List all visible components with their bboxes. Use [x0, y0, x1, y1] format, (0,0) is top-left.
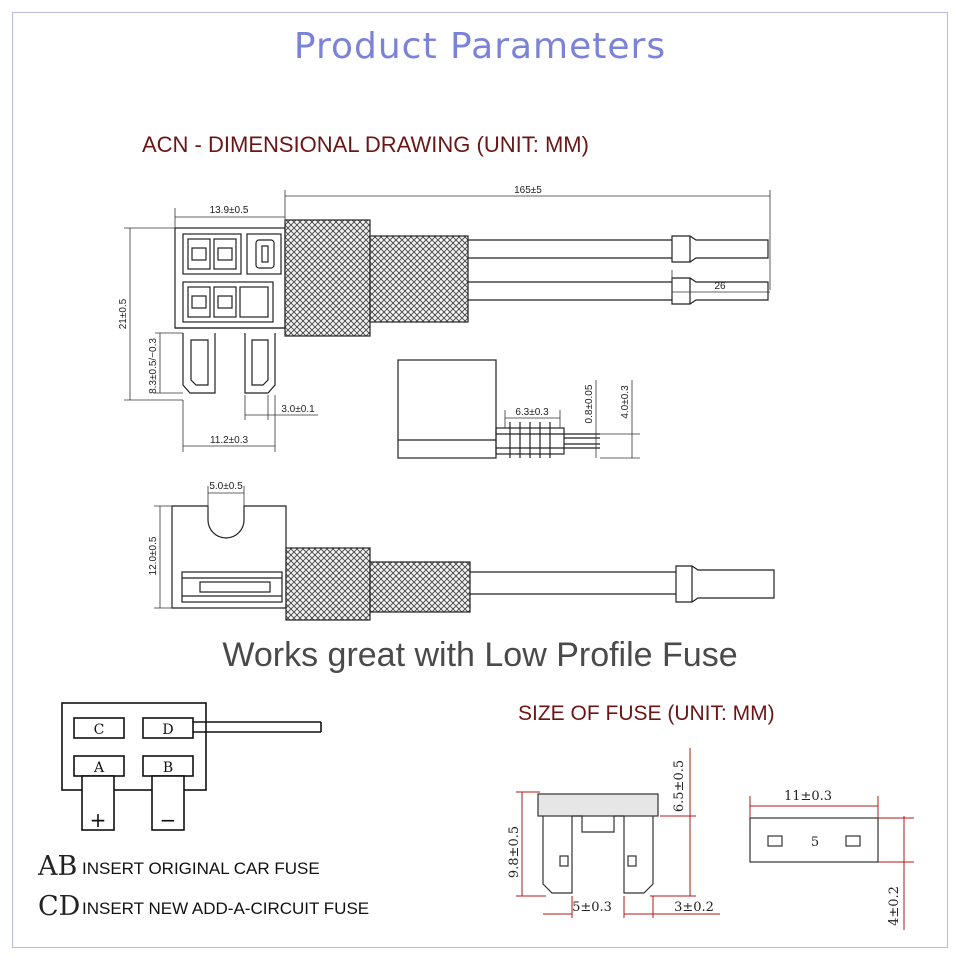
legend-text-cd: INSERT NEW ADD-A-CIRCUIT FUSE [82, 899, 370, 918]
legend-row-cd: CD INSERT NEW ADD-A-CIRCUIT FUSE [38, 891, 370, 922]
bottom-view-drawing [171, 505, 775, 621]
wiring-diagram [61, 702, 322, 831]
fuse-dim-blade-width: 5±0.3 [572, 900, 612, 915]
legend-row-ab: AB INSERT ORIGINAL CAR FUSE [38, 851, 320, 882]
bottom-view-dimension-lines [154, 486, 245, 609]
page-title: Product Parameters [293, 26, 667, 67]
fuse-dim-top-width: 11±0.3 [784, 789, 832, 804]
plus-pole-label: + [90, 808, 107, 832]
dim-height: 21±0.5 [118, 298, 129, 329]
fuse-dim-thickness: 4±0.2 [887, 886, 902, 926]
dim-top-width: 13.9±0.5 [210, 205, 249, 216]
slot-d-label: D [162, 722, 173, 738]
fuse-dim-total-height: 9.8±0.5 [507, 826, 522, 878]
tagline: Works great with Low Profile Fuse [222, 636, 738, 674]
fuse-dimension-lines [516, 748, 914, 930]
dim-notch-width: 5.0±0.5 [209, 481, 243, 492]
dim-bottom-height: 12.0±0.5 [148, 536, 159, 575]
top-view-drawing [174, 219, 769, 394]
fuse-front-view [537, 793, 659, 894]
fuse-size-heading: SIZE OF FUSE (UNIT: MM) [518, 702, 775, 725]
fuse-dim-blade-gap: 3±0.2 [674, 900, 714, 915]
slot-a-label: A [93, 760, 105, 776]
fuse-rating-label: 5 [811, 835, 819, 850]
slot-b-label: B [163, 760, 173, 776]
slot-c-label: C [94, 722, 105, 738]
minus-pole-label: − [160, 808, 177, 832]
image-frame [12, 12, 948, 948]
legend-code-ab: AB [38, 851, 78, 882]
dim-terminal-length: 26 [714, 281, 726, 292]
fuse-dim-top-height: 6.5±0.5 [672, 760, 687, 812]
top-view-dimension-lines [124, 190, 771, 452]
legend-code-cd: CD [38, 891, 81, 922]
side-view-drawing [397, 359, 600, 459]
dimensional-drawing-heading: ACN - DIMENSIONAL DRAWING (UNIT: MM) [142, 132, 589, 157]
legend-text-ab: INSERT ORIGINAL CAR FUSE [82, 859, 320, 878]
dim-blade-thickness: 0.8±0.05 [584, 384, 595, 423]
fuse-top-view [749, 817, 879, 863]
dim-body-thickness: 4.0±0.3 [620, 385, 631, 419]
dim-blade-span: 11.2±0.3 [210, 435, 249, 446]
dim-side-width: 6.3±0.3 [515, 407, 549, 418]
dim-blade-height: 8.3±0.5/−0.3 [148, 338, 159, 394]
dim-total-length: 165±5 [514, 185, 542, 196]
dim-blade-gap: 3.0±0.1 [281, 404, 315, 415]
side-view-dimension-lines [504, 380, 640, 459]
